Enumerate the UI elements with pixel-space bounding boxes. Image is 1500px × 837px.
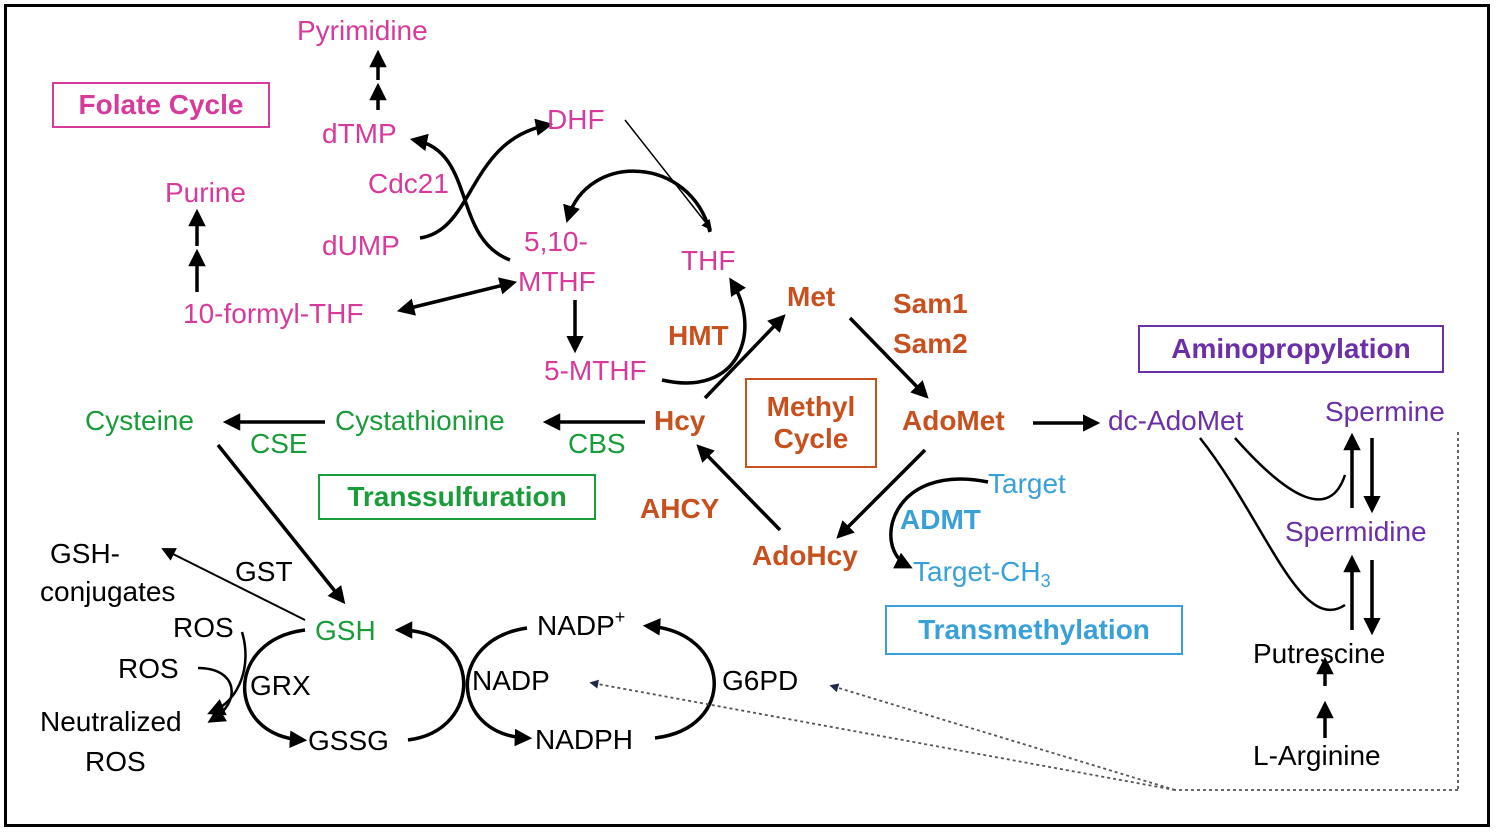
- aminopropylation-box: Aminopropylation: [1138, 325, 1444, 373]
- mthf510-line2-label: MTHF: [518, 266, 596, 297]
- arrow-dhf-thf: [624, 119, 712, 231]
- nadp-plus-superscript: +: [614, 607, 626, 627]
- cysteine-label: Cysteine: [85, 405, 194, 436]
- nadp-plus-base: NADP: [537, 610, 615, 641]
- g6pd-label: G6PD: [722, 665, 799, 696]
- hmt-label: HMT: [668, 320, 729, 351]
- formyl-thf-label: 10-formyl-THF: [183, 298, 364, 329]
- adohcy-label: AdoHcy: [752, 540, 858, 571]
- dc-adomet-label: dc-AdoMet: [1108, 405, 1244, 436]
- arrow-hcy-met: [703, 314, 786, 400]
- neutralized-line2-label: ROS: [85, 746, 146, 777]
- arc-gsh-to-gssg: [242, 628, 308, 748]
- spermidine-label: Spermidine: [1285, 516, 1427, 547]
- dotted-to-g6pd: [829, 683, 1176, 791]
- arrow-cysteine-gsh: [216, 443, 346, 605]
- l-arginine-label: L-Arginine: [1253, 740, 1381, 771]
- arc-dump-to-dhf: [419, 118, 554, 240]
- purine-label: Purine: [165, 177, 246, 208]
- transmethylation-box: Transmethylation: [885, 605, 1183, 655]
- curve-dcadomet-spermidine: [1199, 437, 1346, 612]
- thf-label: THF: [681, 245, 736, 276]
- ahcy-label: AHCY: [640, 493, 720, 524]
- gssg-label: GSSG: [308, 725, 389, 756]
- arc-target-methylation: [889, 477, 989, 569]
- arrow-gsh-conjugates: [161, 548, 306, 621]
- methyl-cycle-box: Methyl Cycle: [745, 378, 877, 468]
- cdc21-label: Cdc21: [368, 168, 449, 199]
- curve-dcadomet-spermine: [1234, 437, 1347, 501]
- sam1-label: Sam1: [893, 288, 968, 319]
- arrow-formyl-mthf: [396, 277, 518, 316]
- arc-nadpplus-to-nadph: [465, 626, 533, 747]
- hcy-label: Hcy: [654, 405, 706, 436]
- grx-label: GRX: [250, 670, 311, 701]
- arc-ros2: [197, 666, 233, 723]
- mthf5-label: 5-MTHF: [544, 355, 647, 386]
- target-label: Target: [988, 468, 1066, 499]
- dump-label: dUMP: [322, 230, 400, 261]
- gsh-conj-line2-label: conjugates: [40, 576, 176, 607]
- spermine-label: Spermine: [1325, 396, 1445, 427]
- putrescine-label: Putrescine: [1253, 638, 1386, 669]
- folate-cycle-box: Folate Cycle: [52, 82, 270, 128]
- target-ch3-label: Target-CH3: [913, 556, 1051, 591]
- arc-gssg-to-gsh: [394, 621, 466, 742]
- sam2-label: Sam2: [893, 328, 968, 359]
- cbs-label: CBS: [568, 428, 626, 459]
- arrow-adomet-adohcy: [836, 448, 927, 539]
- cystathionine-label: Cystathionine: [335, 405, 505, 436]
- nadp-plus-label: NADP+: [537, 608, 625, 640]
- gst-label: GST: [235, 556, 293, 587]
- arc-5mthf-to-thf: [661, 277, 747, 385]
- mthf510-line1-label: 5,10-: [524, 226, 588, 257]
- met-label: Met: [787, 281, 836, 312]
- arrow-adohcy-hcy: [696, 444, 782, 532]
- arc-mthf-to-dtmp: [409, 133, 511, 262]
- adomet-label: AdoMet: [902, 405, 1005, 436]
- cse-label: CSE: [250, 428, 308, 459]
- pyrimidine-label: Pyrimidine: [297, 15, 428, 46]
- methyl-cycle-line1: Methyl: [766, 390, 856, 422]
- figure-border: [4, 4, 1490, 827]
- dtmp-label: dTMP: [322, 118, 397, 149]
- dotted-to-nadp: [589, 679, 1176, 791]
- transsulfuration-box: Transsulfuration: [318, 474, 596, 520]
- admt-label: ADMT: [900, 504, 981, 535]
- nadp-label: NADP: [472, 665, 550, 696]
- gsh-conj-line1-label: GSH-: [50, 538, 120, 569]
- dhf-label: DHF: [547, 104, 605, 135]
- target-ch3-subscript: 3: [1040, 571, 1051, 591]
- neutralized-line1-label: Neutralized: [40, 706, 182, 737]
- arrow-met-adomet: [848, 316, 929, 399]
- nadph-label: NADPH: [535, 724, 634, 755]
- gsh-label: GSH: [315, 615, 376, 646]
- ros2-label: ROS: [118, 653, 179, 684]
- arc-thf-to-mthf: [563, 169, 712, 233]
- arc-nadph-to-nadpplus: [642, 618, 716, 740]
- methyl-cycle-line2: Cycle: [773, 423, 849, 454]
- ros1-label: ROS: [173, 612, 234, 643]
- target-ch3-base: Target-CH: [913, 556, 1041, 587]
